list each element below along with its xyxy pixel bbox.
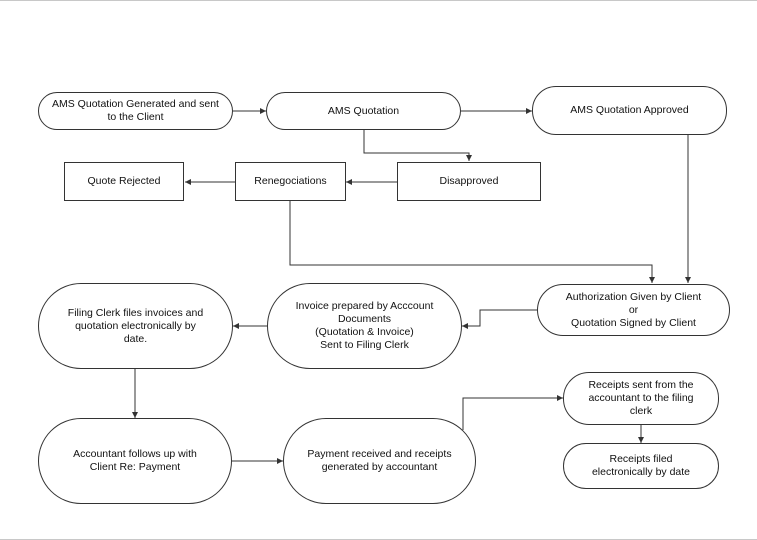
- node-renegociations: Renegociations: [235, 162, 346, 201]
- node-invoice-prepared: Invoice prepared by Acccount Documents (…: [267, 283, 462, 369]
- edge-renegociations-to-authorization: [289, 201, 655, 283]
- node-quote-rejected-label: Quote Rejected: [87, 175, 161, 187]
- node-quote-rejected: Quote Rejected: [64, 162, 184, 201]
- edge-quotation-to-disapproved: [363, 130, 472, 161]
- node-authorization-label: Authorization Given by Client or Quotati…: [565, 290, 702, 329]
- node-quotation-generated-label: AMS Quotation Generated and sent to the …: [52, 98, 219, 123]
- top-border: [0, 0, 757, 1]
- node-quotation-approved-label: AMS Quotation Approved: [570, 104, 689, 116]
- node-quotation-approved: AMS Quotation Approved: [532, 86, 727, 135]
- node-receipts-filed-label: Receipts filed electronically by date: [591, 453, 691, 478]
- node-ams-quotation: AMS Quotation: [266, 92, 461, 130]
- node-accountant-follow-up: Accountant follows up with Client Re: Pa…: [38, 418, 232, 504]
- node-disapproved-label: Disapproved: [439, 175, 499, 187]
- node-ams-quotation-label: AMS Quotation: [327, 104, 400, 117]
- node-receipts-filed: Receipts filed electronically by date: [563, 443, 719, 489]
- node-quotation-generated: AMS Quotation Generated and sent to the …: [38, 92, 233, 130]
- node-filing-clerk: Filing Clerk files invoices and quotatio…: [38, 283, 233, 369]
- node-authorization: Authorization Given by Client or Quotati…: [537, 284, 730, 336]
- edge-authorization-to-invoice: [462, 309, 537, 329]
- node-payment-received: Payment received and receipts generated …: [283, 418, 476, 504]
- node-invoice-prepared-label: Invoice prepared by Acccount Documents (…: [295, 300, 434, 351]
- node-receipts-sent: Receipts sent from the accountant to the…: [563, 372, 719, 425]
- node-filing-clerk-label: Filing Clerk files invoices and quotatio…: [67, 306, 204, 345]
- edge-payment-to-receipts-sent: [462, 395, 563, 430]
- node-payment-received-label: Payment received and receipts generated …: [307, 448, 452, 473]
- node-renegociations-label: Renegociations: [254, 175, 327, 187]
- node-accountant-follow-up-label: Accountant follows up with Client Re: Pa…: [73, 448, 197, 473]
- node-receipts-sent-label: Receipts sent from the accountant to the…: [588, 379, 694, 417]
- node-disapproved: Disapproved: [397, 162, 541, 201]
